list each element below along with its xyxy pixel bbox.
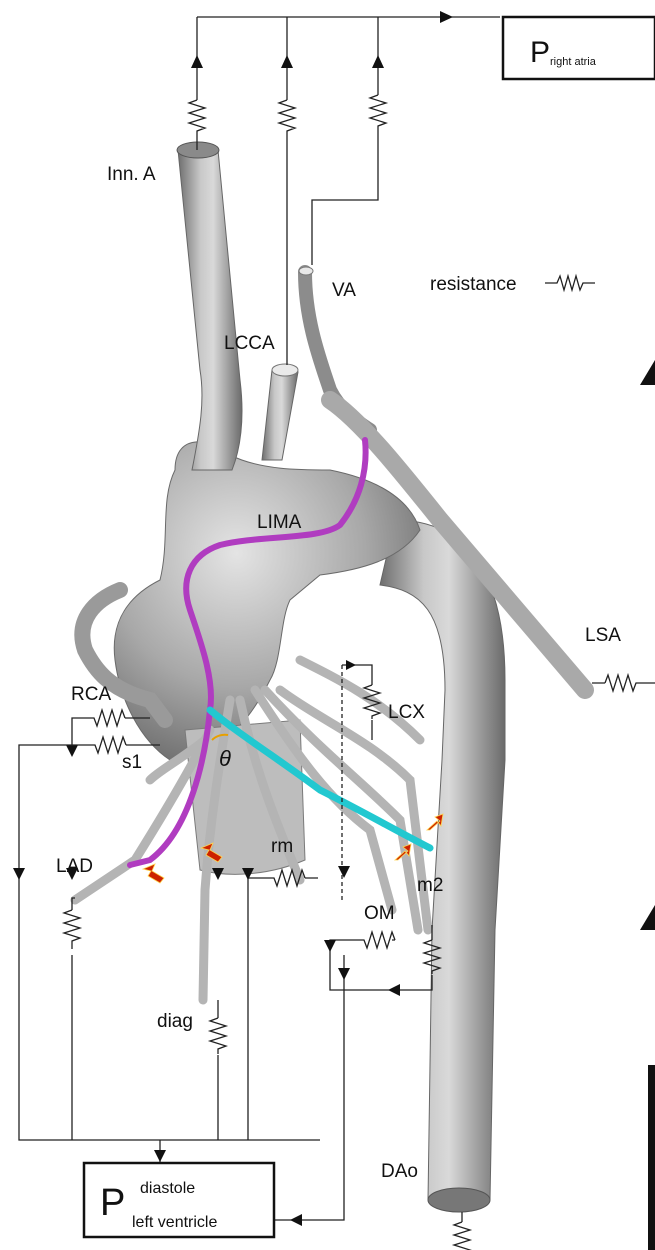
label-lcx: LCX [388, 702, 425, 723]
resistor-icon [210, 1018, 226, 1054]
label-lima: LIMA [257, 512, 302, 533]
aorta-anatomy [75, 142, 585, 1212]
arrow-up-icon [281, 55, 293, 68]
label-lad: LAD [56, 856, 93, 877]
arrow-down-icon [338, 968, 350, 980]
resistor-icon [279, 100, 295, 135]
lcca-vessel [262, 370, 298, 460]
lcca-outlet [272, 364, 298, 376]
left-ventricle-sub: left ventricle [132, 1214, 217, 1231]
right-edge-fragments [640, 360, 655, 1250]
descending-aorta [380, 520, 505, 1200]
va-outlet [299, 267, 313, 275]
label-lcca: LCCA [224, 333, 275, 354]
label-s1: s1 [122, 752, 142, 773]
arrow-left-icon [290, 1214, 302, 1226]
legend-resistance-label: resistance [430, 274, 517, 295]
label-om: OM [364, 903, 395, 924]
label-theta: θ [219, 746, 231, 771]
resistor-icon [90, 710, 125, 726]
resistor-icon [362, 932, 395, 948]
label-rca: RCA [71, 684, 111, 705]
label-dao: DAo [381, 1161, 418, 1182]
om-down-wire [275, 955, 344, 1220]
arrow-right-icon [440, 11, 453, 23]
resistor-legend-icon [545, 276, 595, 290]
arrow-down-icon [154, 1150, 166, 1162]
dao-outlet [428, 1188, 490, 1212]
label-rm: rm [271, 836, 293, 857]
resistor-icon [189, 100, 205, 135]
arrow-right-icon [346, 660, 356, 670]
left-ventricle-box: P diastole left ventricle [84, 1163, 274, 1237]
inn-a-outlet [177, 142, 219, 158]
right-atria-sub: right atria [550, 56, 597, 68]
arrow-up-icon [372, 55, 384, 68]
resistor-icon [370, 95, 386, 130]
circuit-wiring [13, 11, 655, 1250]
arrow-down-icon [66, 745, 78, 757]
resistor-icon [605, 675, 640, 691]
right-atria-p: P [530, 36, 550, 69]
innominate-artery [178, 150, 242, 470]
lad-wire [72, 898, 75, 1140]
label-diag: diag [157, 1011, 193, 1032]
label-lsa: LSA [585, 625, 621, 646]
arrow-down-icon [13, 868, 25, 880]
resistor-icon [92, 737, 126, 753]
va-wire [312, 17, 378, 265]
label-va: VA [332, 280, 356, 301]
label-m2: m2 [417, 875, 443, 896]
resistor-icon [454, 1222, 470, 1250]
arrow-left-icon [388, 984, 400, 996]
label-inn-a: Inn. A [107, 164, 156, 185]
resistor-icon [64, 910, 80, 949]
right-atria-box: P right atria [503, 17, 655, 79]
left-ventricle-p: P [100, 1182, 125, 1224]
left-ventricle-sup: diastole [140, 1180, 195, 1197]
arrow-up-icon [191, 55, 203, 68]
arrow-down-icon [338, 866, 350, 878]
rm-wire [248, 878, 318, 1140]
arrow-down-icon [324, 940, 336, 952]
stenosis-arrow [143, 864, 164, 883]
